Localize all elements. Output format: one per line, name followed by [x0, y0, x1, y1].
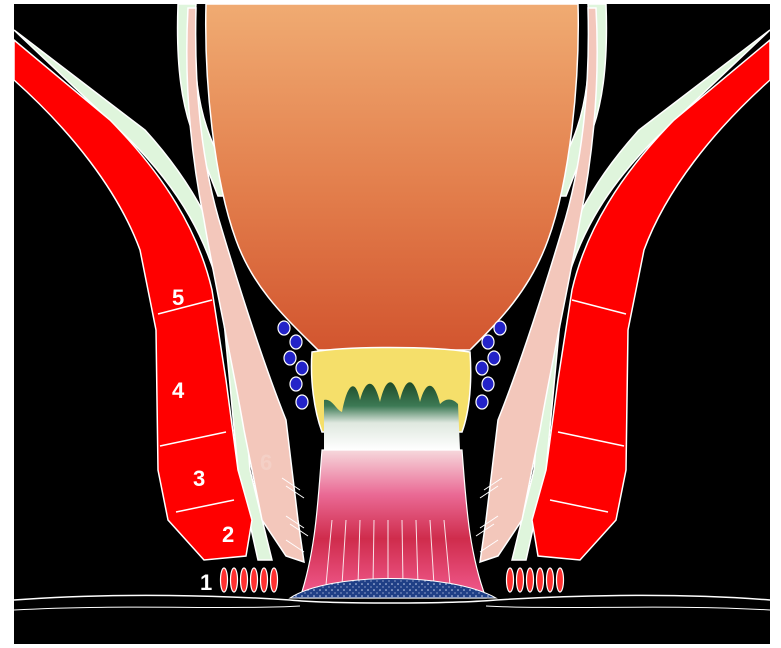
label-3: 3: [193, 466, 205, 491]
label-6: 6: [260, 450, 272, 475]
label-5: 5: [172, 285, 184, 310]
anal-canal: [300, 450, 486, 598]
label-4: 4: [172, 378, 185, 403]
label-1: 1: [200, 570, 212, 595]
label-2: 2: [222, 522, 234, 547]
